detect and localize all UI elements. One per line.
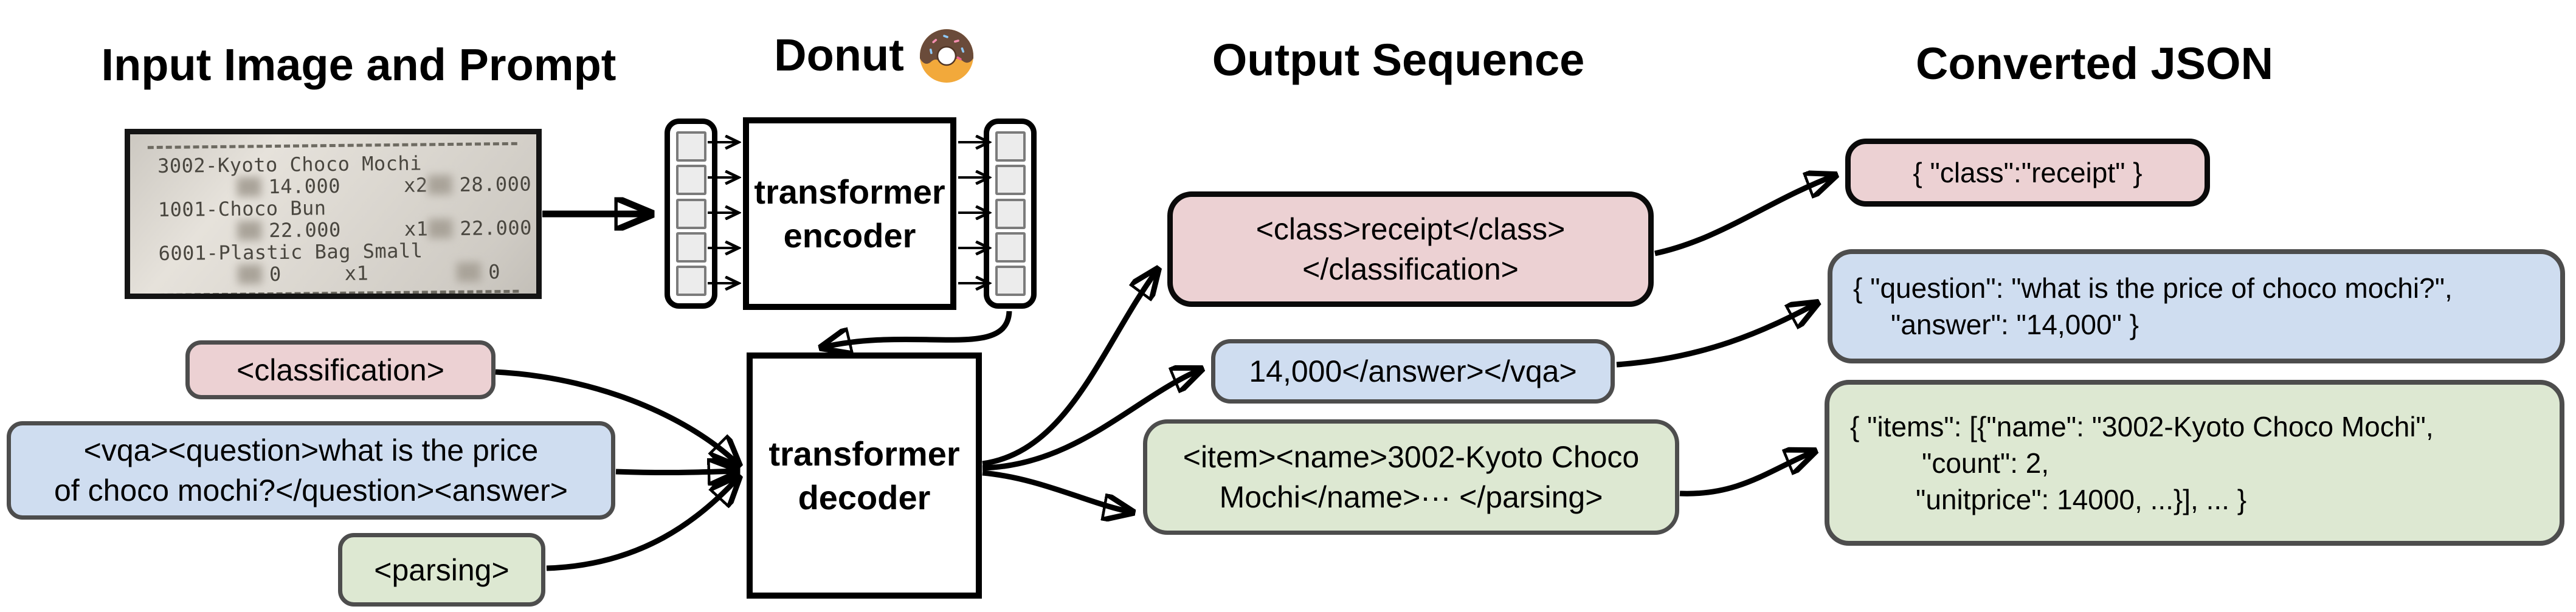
arrow-vqa-to-decoder bbox=[615, 471, 738, 473]
redaction-blur bbox=[428, 218, 453, 239]
receipt-quantity: x1 bbox=[344, 261, 369, 285]
patch-token bbox=[675, 232, 706, 263]
patch-token bbox=[675, 266, 706, 296]
receipt-total: 22.000 bbox=[460, 216, 533, 240]
arrow-parse-sequence-to-json bbox=[1679, 451, 1815, 497]
json-line: { "class":"receipt" } bbox=[1913, 157, 2143, 188]
redaction-blur bbox=[237, 177, 261, 197]
prompt-vqa: <vqa><question>what is the price of choc… bbox=[7, 421, 615, 520]
json-parsing: { "items": [{"name": "3002-Kyoto Choco M… bbox=[1825, 380, 2564, 546]
redaction-blur bbox=[237, 264, 263, 284]
receipt-image: 3002-Kyoto Choco Mochi 14.000 x2 28.000 … bbox=[125, 129, 542, 299]
decoder-label-line: transformer bbox=[768, 434, 960, 473]
redaction-blur bbox=[427, 174, 452, 195]
feature-token bbox=[995, 165, 1026, 196]
title-input-image-and-prompt: Input Image and Prompt bbox=[101, 40, 616, 90]
decoder-label-line: decoder bbox=[798, 478, 931, 517]
transformer-decoder-box: transformer decoder bbox=[747, 352, 982, 599]
json-line: { "question": "what is the price of choc… bbox=[1853, 272, 2453, 304]
output-sequence-line: Mochi</name>··· </parsing> bbox=[1219, 480, 1603, 514]
output-sequence-parsing: <item><name>3002-Kyoto Choco Mochi</name… bbox=[1143, 419, 1679, 535]
transformer-encoder-box: transformer encoder bbox=[743, 117, 956, 310]
receipt-separator-top bbox=[147, 142, 517, 150]
encoder-label-line: transformer bbox=[754, 172, 945, 211]
receipt-total: 28.000 bbox=[459, 172, 532, 196]
prompt-classification-label: <classification> bbox=[237, 352, 444, 387]
output-sequence-classification: <class>receipt</class> </classification> bbox=[1167, 191, 1654, 307]
output-sequence-vqa: 14,000</answer></vqa> bbox=[1211, 339, 1615, 404]
json-vqa: { "question": "what is the price of choc… bbox=[1828, 249, 2565, 363]
json-line: { "items": [{"name": "3002-Kyoto Choco M… bbox=[1850, 410, 2434, 442]
receipt-content: 3002-Kyoto Choco Mochi 14.000 x2 28.000 … bbox=[130, 134, 536, 294]
prompt-vqa-line: of choco mochi?</question><answer> bbox=[54, 473, 568, 507]
title-converted-json: Converted JSON bbox=[1915, 38, 2274, 89]
title-donut-label: Donut bbox=[774, 29, 904, 80]
output-sequence-line: <item><name>3002-Kyoto Choco bbox=[1183, 440, 1640, 474]
prompt-parsing: <parsing> bbox=[338, 533, 545, 607]
patch-token-column bbox=[665, 119, 717, 309]
arrow-vqa-sequence-to-json bbox=[1616, 303, 1818, 368]
encoder-label-line: encoder bbox=[783, 216, 916, 255]
feature-token-column bbox=[984, 119, 1037, 309]
feature-token bbox=[995, 232, 1026, 263]
prompt-classification: <classification> bbox=[185, 340, 496, 399]
json-line: "answer": "14,000" } bbox=[1891, 309, 2139, 340]
receipt-separator-bottom bbox=[149, 289, 519, 294]
feature-token bbox=[995, 131, 1026, 162]
prompt-parsing-label: <parsing> bbox=[374, 552, 509, 587]
arrow-encoder-to-decoder bbox=[821, 311, 1012, 348]
receipt-unit-price: 22.000 bbox=[269, 218, 342, 242]
feature-token bbox=[995, 198, 1026, 229]
receipt-quantity: x2 bbox=[403, 173, 428, 197]
json-line: "unitprice": 14000, ...}], ... } bbox=[1916, 483, 2247, 515]
prompt-vqa-line: <vqa><question>what is the price bbox=[83, 433, 539, 467]
patch-token bbox=[675, 198, 706, 229]
feature-token bbox=[995, 266, 1026, 296]
output-sequence-line: <class>receipt</class> bbox=[1255, 212, 1566, 246]
title-donut: Donut bbox=[717, 24, 1034, 85]
title-output-sequence: Output Sequence bbox=[1212, 35, 1585, 85]
receipt-quantity: x1 bbox=[404, 217, 429, 241]
output-sequence-line: 14,000</answer></vqa> bbox=[1249, 354, 1577, 388]
receipt-unit-price: 0 bbox=[269, 262, 281, 286]
patch-token bbox=[675, 165, 706, 196]
redaction-blur bbox=[237, 221, 262, 241]
patch-token bbox=[675, 131, 706, 162]
redaction-blur bbox=[457, 262, 482, 282]
receipt-total: 0 bbox=[488, 260, 501, 284]
arrow-class-sequence-to-json bbox=[1654, 175, 1836, 256]
receipt-unit-price: 14.000 bbox=[268, 174, 341, 199]
json-classification: { "class":"receipt" } bbox=[1845, 139, 2210, 207]
donut-icon bbox=[919, 29, 973, 83]
arrow-decoder-to-parse-sequence bbox=[982, 470, 1133, 512]
json-line: "count": 2, bbox=[1922, 447, 2049, 479]
output-sequence-line: </classification> bbox=[1302, 252, 1519, 286]
